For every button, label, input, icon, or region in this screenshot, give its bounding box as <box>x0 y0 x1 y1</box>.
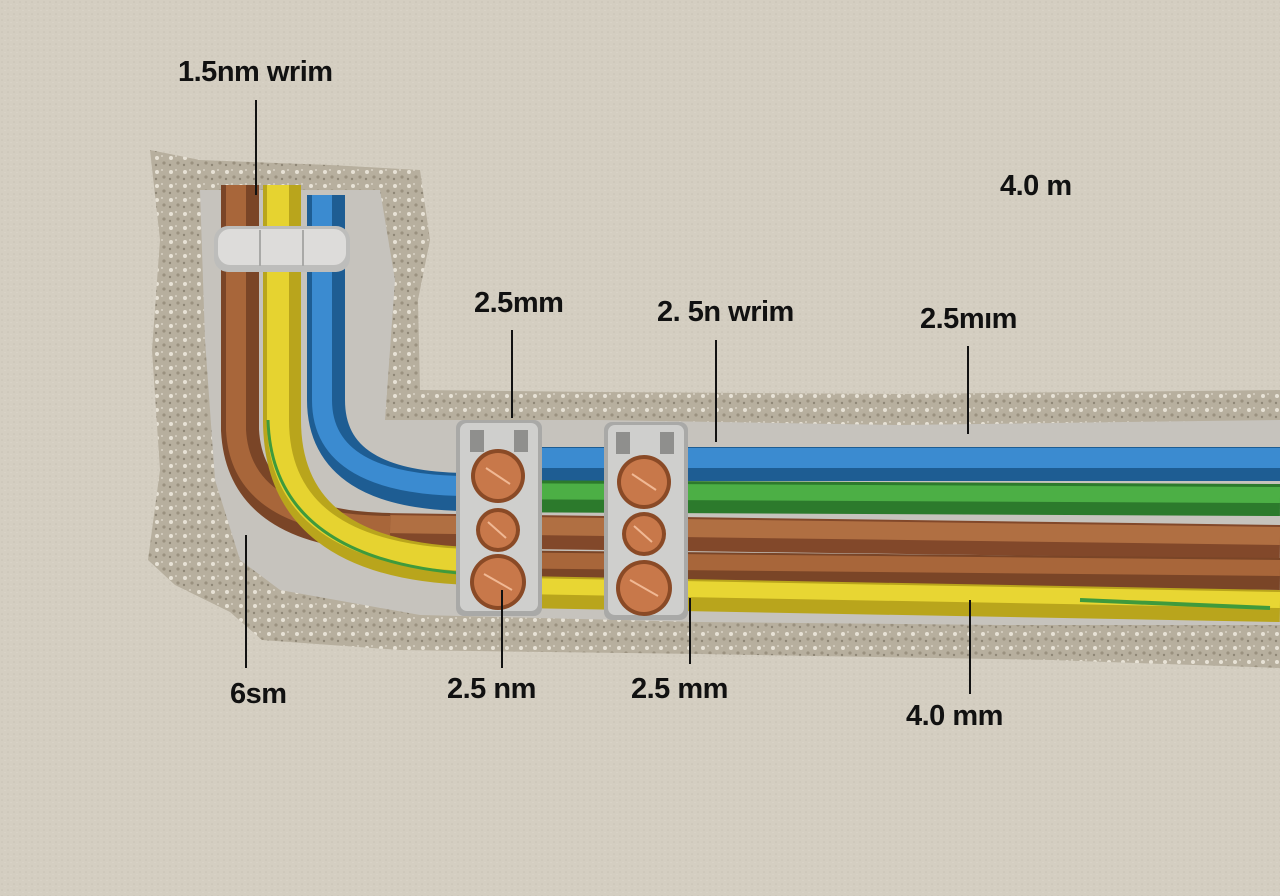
junction-clip-icon <box>604 422 688 620</box>
leader-lines <box>245 100 971 694</box>
label-right-bottom: 4.0 mm <box>906 700 1003 732</box>
wire-bend <box>221 185 471 585</box>
cable-clip-icon <box>214 226 350 272</box>
label-top-left: 1.5nm wrim <box>178 56 333 88</box>
label-right-top: 2.5mım <box>920 303 1017 335</box>
label-top-right: 4.0 m <box>1000 170 1072 202</box>
junction-clip-icon <box>456 420 542 616</box>
label-clip1-top: 2.5mm <box>474 287 564 319</box>
label-clip2-bottom: 2.5 mm <box>631 673 728 705</box>
label-clip2-top: 2. 5n wrim <box>657 296 794 328</box>
label-clip1-bottom: 2.5 nm <box>447 673 536 705</box>
label-bottom-left: 6sm <box>230 678 287 710</box>
